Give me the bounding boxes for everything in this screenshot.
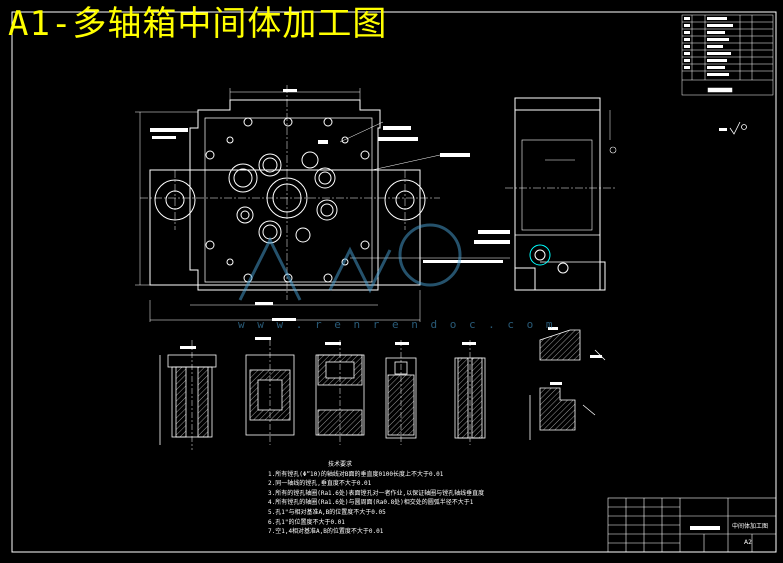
requirement-item: 5.孔1"与相对基准A,B的位置度不大于0.05 [268,508,386,516]
requirement-item: 7.空1,4相对基准A,B的位置度不大于0.01 [268,528,384,536]
sheet-border [11,11,777,553]
drawing-title: A1-多轴箱中间体加工图 [8,4,388,44]
title-block [607,497,777,553]
side-view [505,97,617,291]
roughness-symbol [719,121,747,135]
watermark-logo [238,223,462,301]
revision-table [681,14,774,96]
technical-requirements: 技术要求 1.所有镗孔(Φ“10)的轴线对B面的垂直度0100长度上不大于0.0… [268,460,484,537]
requirement-item: 6.孔1"的位置度不大于0.01 [268,518,345,526]
requirement-item: 1.所有镗孔(Φ“10)的轴线对B面的垂直度0100长度上不大于0.01 [268,470,444,478]
title-block-sheet-size: A2 [744,539,752,546]
dimension-labels [150,89,510,321]
center-lines [140,85,440,300]
requirement-item: 2.同一轴线的镗孔,垂直度不大于0.01 [268,480,372,488]
section-views [159,329,606,450]
requirement-item: 4.所有镗孔的轴圈(Ra1.6处)与圆周面(Ra0.8处)相交处的圆弧半径不大于… [268,499,474,507]
dimension-lines [135,88,510,322]
watermark-text: w w w . r e n r e n d o c . c o m [238,318,556,331]
title-block-drawing-name: 中间体加工图 [732,523,769,530]
section-labels [180,327,602,385]
technical-requirements-heading: 技术要求 [328,461,353,468]
requirement-item: 3.所有的镗孔轴圈(Ra1.6处)表面镗孔对一者作业,以保证轴圈与镗孔轴线垂直度 [268,489,485,497]
